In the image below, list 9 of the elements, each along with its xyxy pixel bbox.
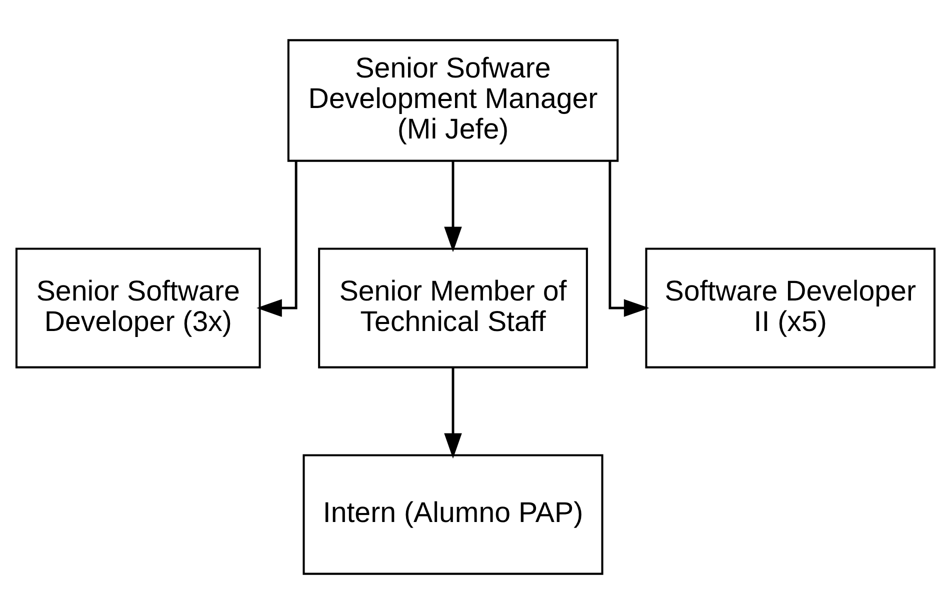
node-box: Senior Member of Technical Staff [318,247,588,368]
arrow [608,160,650,316]
node-box: Software Developer II (x5) [645,247,936,368]
node-box: Senior Sofware Development Manager (Mi Jefe) [287,38,619,162]
node-box: Intern (Alumno PAP) [302,454,604,574]
arrow [256,160,298,316]
node-box: Senior Software Developer (3x) [15,247,261,368]
arrow [444,367,462,458]
arrow [444,160,462,252]
